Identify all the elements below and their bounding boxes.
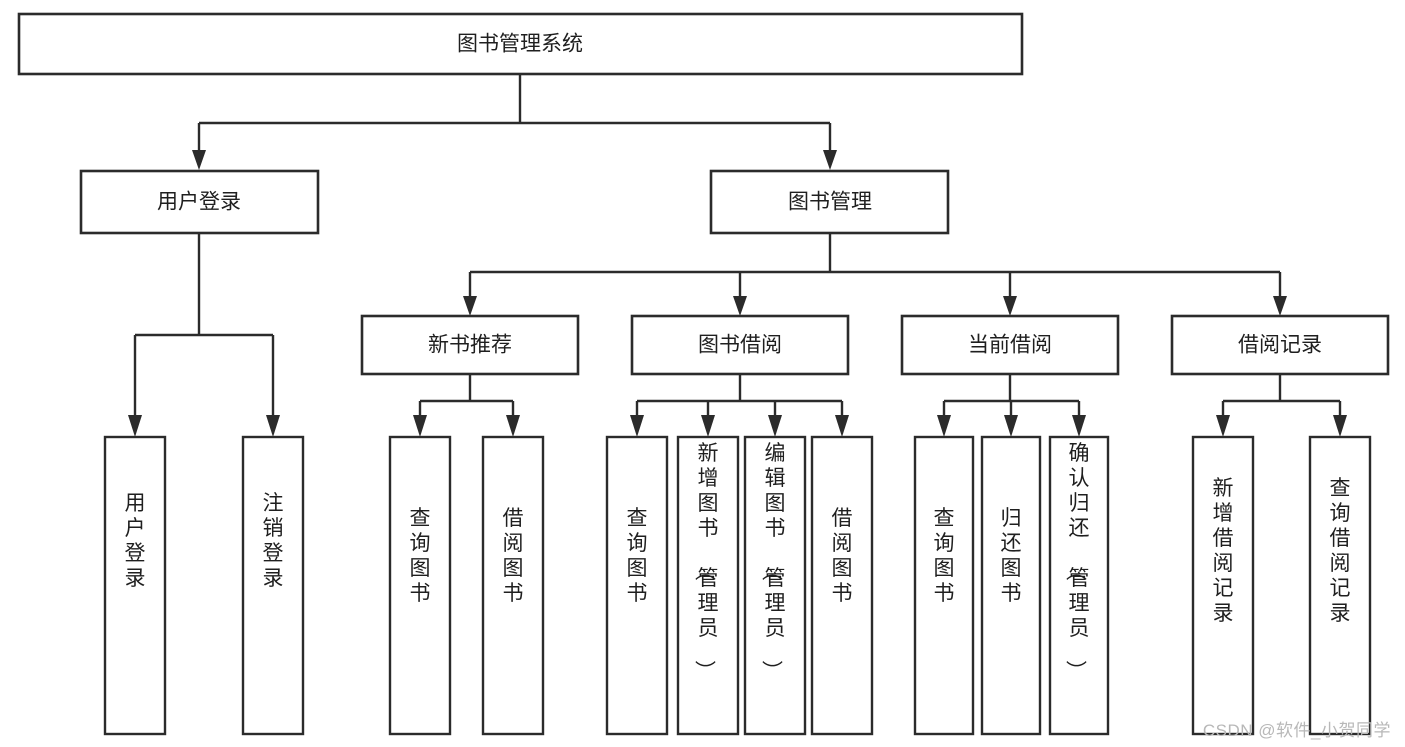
node-leaf-query-book-1-label: 查询图书 — [410, 507, 431, 605]
arrow-head-leaf-add-record — [1216, 415, 1230, 437]
arrow-head-leaf-query-book-1 — [413, 415, 427, 437]
node-leaf-query-book-2-label: 查询图书 — [627, 507, 648, 605]
node-user-login-label: 用户登录 — [157, 191, 241, 214]
node-leaf-confirm-return[interactable]: 确认归还（管理员） — [1048, 435, 1110, 736]
node-book-management-label: 图书管理 — [788, 191, 872, 214]
node-leaf-logout-label: 注销登录 — [263, 492, 284, 590]
node-leaf-add-book-box[interactable] — [676, 435, 740, 736]
node-book-borrow-box[interactable] — [630, 314, 850, 376]
arrow-head-leaf-user-login — [128, 415, 142, 437]
node-leaf-edit-book-label: 编辑图书（管理员） — [760, 442, 786, 681]
node-leaf-add-book-label: 新增图书（管理员） — [693, 442, 719, 681]
node-leaf-query-book-2-box[interactable] — [605, 435, 669, 736]
node-root-label: 图书管理系统 — [457, 33, 583, 56]
node-book-management-box[interactable] — [709, 169, 950, 235]
arrow-head-book-borrow — [733, 296, 747, 316]
arrow-head-leaf-add-book — [701, 415, 715, 437]
node-current-borrow[interactable]: 当前借阅 — [900, 314, 1120, 376]
node-leaf-logout-box[interactable] — [241, 435, 305, 736]
node-leaf-edit-book-box[interactable] — [743, 435, 807, 736]
node-leaf-return-book-label: 归还图书 — [1001, 507, 1022, 605]
arrow-head-leaf-query-record — [1333, 415, 1347, 437]
node-leaf-borrow-book-2-label: 借阅图书 — [832, 507, 853, 605]
arrow-head-leaf-confirm-return — [1072, 415, 1086, 437]
arrow-head-leaf-borrow-book-1 — [506, 415, 520, 437]
node-borrow-record-label: 借阅记录 — [1238, 334, 1322, 357]
node-root[interactable]: 图书管理系统 — [17, 12, 1024, 76]
arrow-head-current-borrow — [1003, 296, 1017, 316]
node-root-box[interactable] — [17, 12, 1024, 76]
arrow-head-borrow-record — [1273, 296, 1287, 316]
arrow-head-book-management — [823, 150, 837, 170]
node-leaf-user-login-box[interactable] — [103, 435, 167, 736]
node-leaf-borrow-book-1-box[interactable] — [481, 435, 545, 736]
node-leaf-user-login[interactable]: 用户登录 — [103, 435, 167, 736]
node-leaf-query-book-2[interactable]: 查询图书 — [605, 435, 669, 736]
node-leaf-add-record[interactable]: 新增借阅记录 — [1191, 435, 1255, 736]
node-leaf-confirm-return-label: 确认归还（管理员） — [1064, 442, 1090, 681]
node-leaf-edit-book[interactable]: 编辑图书（管理员） — [743, 435, 807, 736]
node-leaf-return-book[interactable]: 归还图书 — [980, 435, 1042, 736]
node-leaf-query-record[interactable]: 查询借阅记录 — [1308, 435, 1372, 736]
arrow-head-leaf-return-book — [1004, 415, 1018, 437]
node-leaf-query-record-label: 查询借阅记录 — [1330, 477, 1351, 625]
node-leaf-query-book-3[interactable]: 查询图书 — [913, 435, 975, 736]
node-leaf-borrow-book-1[interactable]: 借阅图书 — [481, 435, 545, 736]
node-leaf-query-book-3-label: 查询图书 — [934, 507, 955, 605]
node-leaf-add-book[interactable]: 新增图书（管理员） — [676, 435, 740, 736]
node-new-book-recommend[interactable]: 新书推荐 — [360, 314, 580, 376]
node-new-book-recommend-label: 新书推荐 — [428, 334, 512, 357]
node-leaf-user-login-label: 用户登录 — [125, 492, 146, 590]
arrow-head-leaf-edit-book — [768, 415, 782, 437]
node-book-management[interactable]: 图书管理 — [709, 169, 950, 235]
arrow-head-new-book-recommend — [463, 296, 477, 316]
arrow-head-leaf-query-book-2 — [630, 415, 644, 437]
csdn-watermark: CSDN @软件_小贺同学 — [1202, 721, 1391, 740]
node-leaf-borrow-book-2[interactable]: 借阅图书 — [810, 435, 874, 736]
node-borrow-record-box[interactable] — [1170, 314, 1390, 376]
node-leaf-return-book-box[interactable] — [980, 435, 1042, 736]
node-leaf-query-book-1[interactable]: 查询图书 — [388, 435, 452, 736]
node-user-login-box[interactable] — [79, 169, 320, 235]
node-borrow-record[interactable]: 借阅记录 — [1170, 314, 1390, 376]
node-leaf-add-record-box[interactable] — [1191, 435, 1255, 736]
node-current-borrow-box[interactable] — [900, 314, 1120, 376]
arrow-head-user-login — [192, 150, 206, 170]
arrow-head-leaf-logout — [266, 415, 280, 437]
node-leaf-borrow-book-2-box[interactable] — [810, 435, 874, 736]
arrow-head-leaf-query-book-3 — [937, 415, 951, 437]
node-book-borrow-label: 图书借阅 — [698, 334, 782, 357]
node-leaf-borrow-book-1-label: 借阅图书 — [503, 507, 524, 605]
node-new-book-recommend-box[interactable] — [360, 314, 580, 376]
node-leaf-logout[interactable]: 注销登录 — [241, 435, 305, 736]
node-leaf-query-record-box[interactable] — [1308, 435, 1372, 736]
node-leaf-add-record-label: 新增借阅记录 — [1213, 477, 1234, 625]
arrow-head-leaf-borrow-book-2 — [835, 415, 849, 437]
node-leaf-query-book-3-box[interactable] — [913, 435, 975, 736]
node-leaf-query-book-1-box[interactable] — [388, 435, 452, 736]
node-leaf-confirm-return-box[interactable] — [1048, 435, 1110, 736]
node-current-borrow-label: 当前借阅 — [968, 334, 1052, 357]
node-book-borrow[interactable]: 图书借阅 — [630, 314, 850, 376]
connectors-layer — [128, 75, 1347, 437]
node-user-login[interactable]: 用户登录 — [79, 169, 320, 235]
